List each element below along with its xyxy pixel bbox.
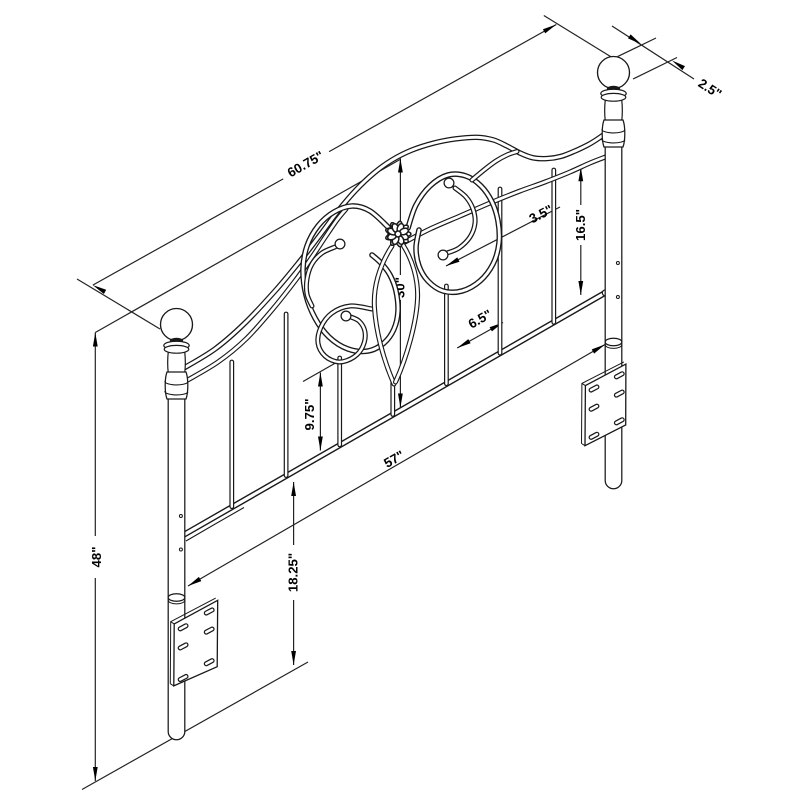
svg-text:16.5": 16.5" <box>573 209 588 241</box>
svg-text:18.25": 18.25" <box>286 553 301 592</box>
svg-text:9.75": 9.75" <box>302 399 317 431</box>
svg-text:48": 48" <box>89 547 104 568</box>
